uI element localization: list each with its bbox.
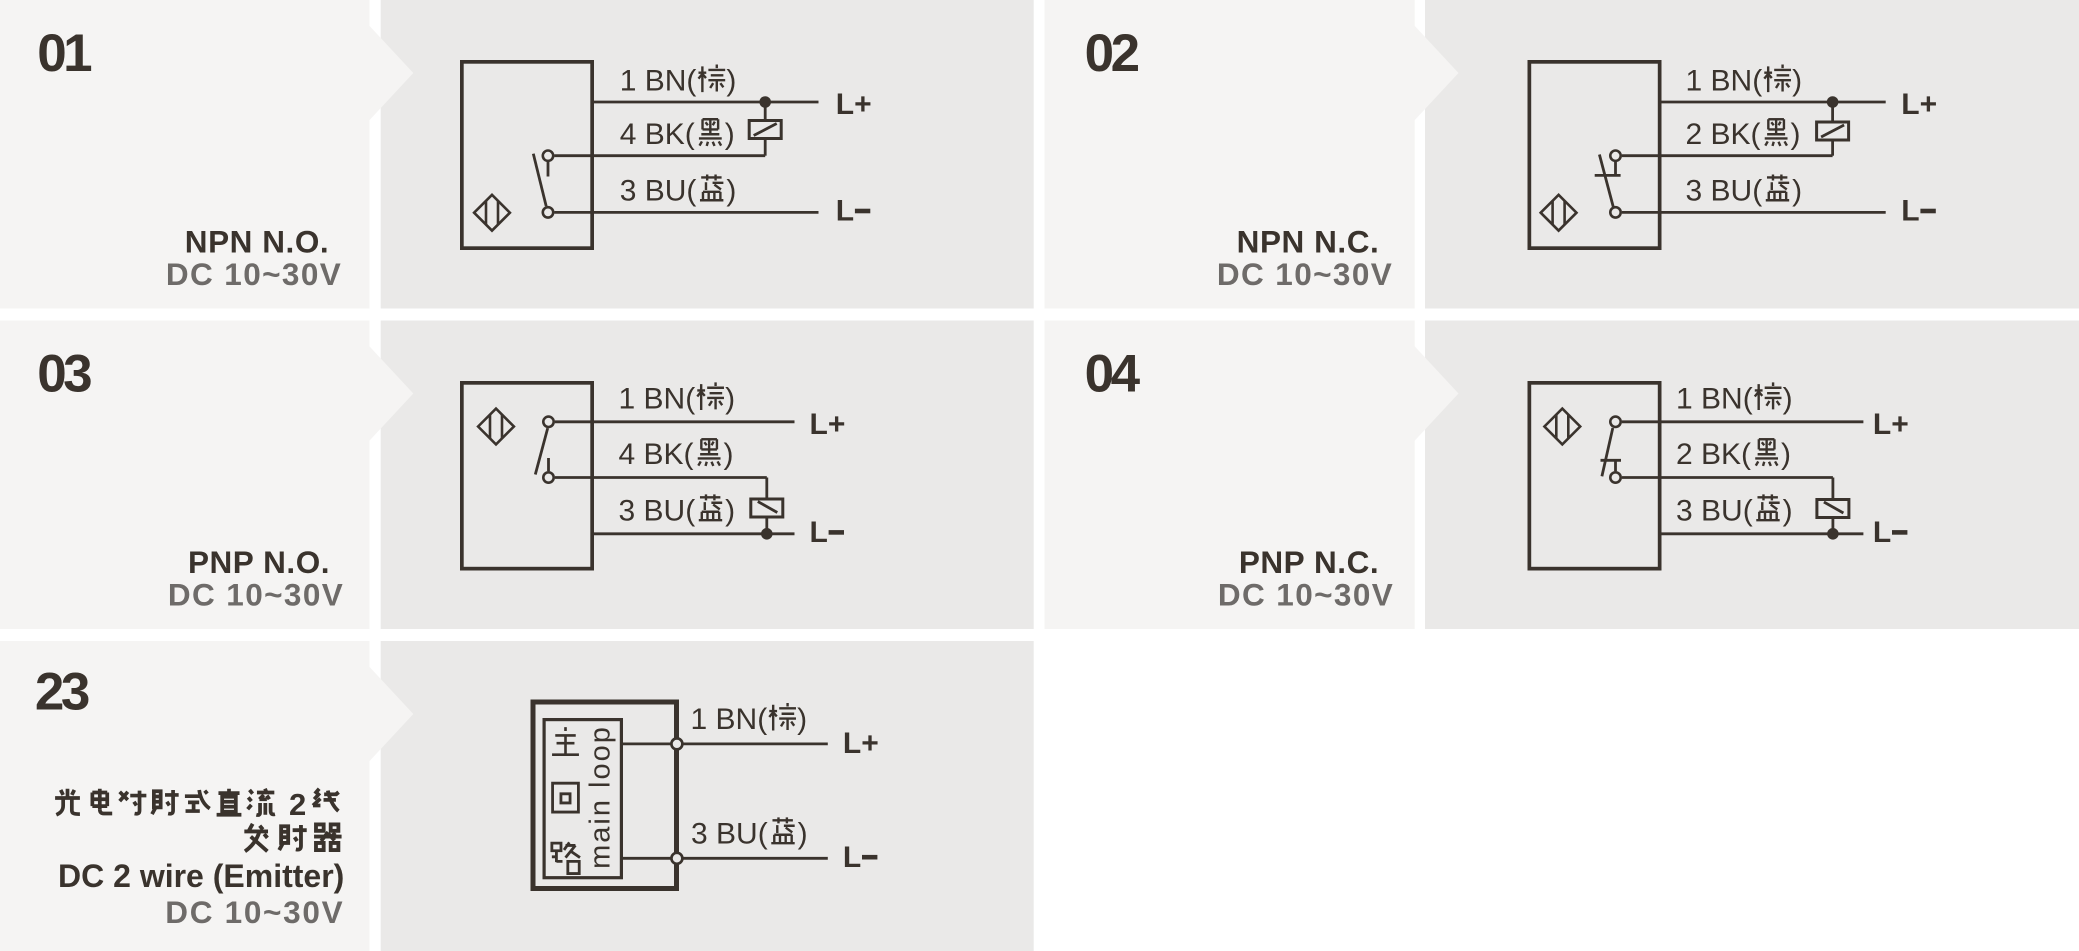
svg-text:DC 10~30V: DC 10~30V: [1218, 577, 1394, 613]
svg-text:01: 01: [37, 24, 91, 83]
svg-text:PNP N.O.: PNP N.O.: [188, 544, 330, 580]
svg-text:2 BK(: 2 BK(: [1686, 118, 1761, 151]
svg-text:2 BK(: 2 BK(: [1676, 438, 1751, 471]
svg-text:2: 2: [289, 787, 306, 822]
svg-text:3 BU(: 3 BU(: [691, 817, 768, 850]
svg-text:L+: L+: [1873, 408, 1909, 441]
svg-text:03: 03: [37, 345, 91, 404]
svg-text:): ): [725, 118, 735, 151]
svg-text:main loop: main loop: [585, 725, 617, 869]
svg-text:): ): [1791, 118, 1801, 151]
svg-text:): ): [724, 438, 734, 471]
svg-text:DC 2 wire (Emitter): DC 2 wire (Emitter): [58, 858, 344, 894]
svg-text:23: 23: [35, 662, 89, 721]
svg-text:): ): [725, 382, 735, 415]
svg-text:NPN N.C.: NPN N.C.: [1237, 224, 1380, 260]
svg-text:): ): [1781, 438, 1791, 471]
svg-text:): ): [1783, 494, 1793, 527]
svg-text:4 BK(: 4 BK(: [620, 118, 695, 151]
svg-text:3 BU(: 3 BU(: [620, 174, 697, 207]
svg-text:1 BN(: 1 BN(: [619, 382, 696, 415]
svg-text:02: 02: [1085, 24, 1139, 83]
svg-text:4 BK(: 4 BK(: [619, 438, 694, 471]
svg-text:L+: L+: [1901, 88, 1937, 121]
svg-text:1 BN(: 1 BN(: [1686, 65, 1763, 98]
svg-text:3 BU(: 3 BU(: [1686, 174, 1763, 207]
svg-text:3 BU(: 3 BU(: [1676, 494, 1753, 527]
svg-text:L+: L+: [810, 408, 846, 441]
svg-text:): ): [798, 817, 808, 850]
svg-text:1 BN(: 1 BN(: [1676, 382, 1753, 415]
svg-text:L+: L+: [843, 727, 879, 760]
svg-text:1 BN(: 1 BN(: [691, 703, 768, 736]
svg-text:L: L: [1901, 195, 1919, 228]
svg-text:04: 04: [1085, 345, 1141, 404]
svg-text:): ): [1792, 174, 1802, 207]
svg-text:PNP N.C.: PNP N.C.: [1239, 544, 1379, 580]
svg-text:DC 10~30V: DC 10~30V: [1217, 256, 1393, 292]
svg-text:L+: L+: [836, 88, 872, 121]
svg-text:): ): [797, 703, 807, 736]
svg-text:NPN N.O.: NPN N.O.: [185, 224, 329, 260]
svg-text:L: L: [810, 516, 828, 549]
svg-text:): ): [726, 65, 736, 98]
svg-text:): ): [1792, 65, 1802, 98]
svg-text:): ): [725, 494, 735, 527]
svg-text:L: L: [1873, 516, 1891, 549]
svg-text:DC 10~30V: DC 10~30V: [165, 894, 344, 930]
svg-text:L: L: [836, 195, 854, 228]
svg-text:1 BN(: 1 BN(: [620, 65, 697, 98]
svg-text:L: L: [843, 841, 861, 874]
svg-text:DC 10~30V: DC 10~30V: [166, 256, 342, 292]
svg-text:DC 10~30V: DC 10~30V: [168, 577, 344, 613]
svg-text:): ): [1783, 382, 1793, 415]
svg-text:3 BU(: 3 BU(: [619, 494, 696, 527]
svg-text:): ): [726, 174, 736, 207]
